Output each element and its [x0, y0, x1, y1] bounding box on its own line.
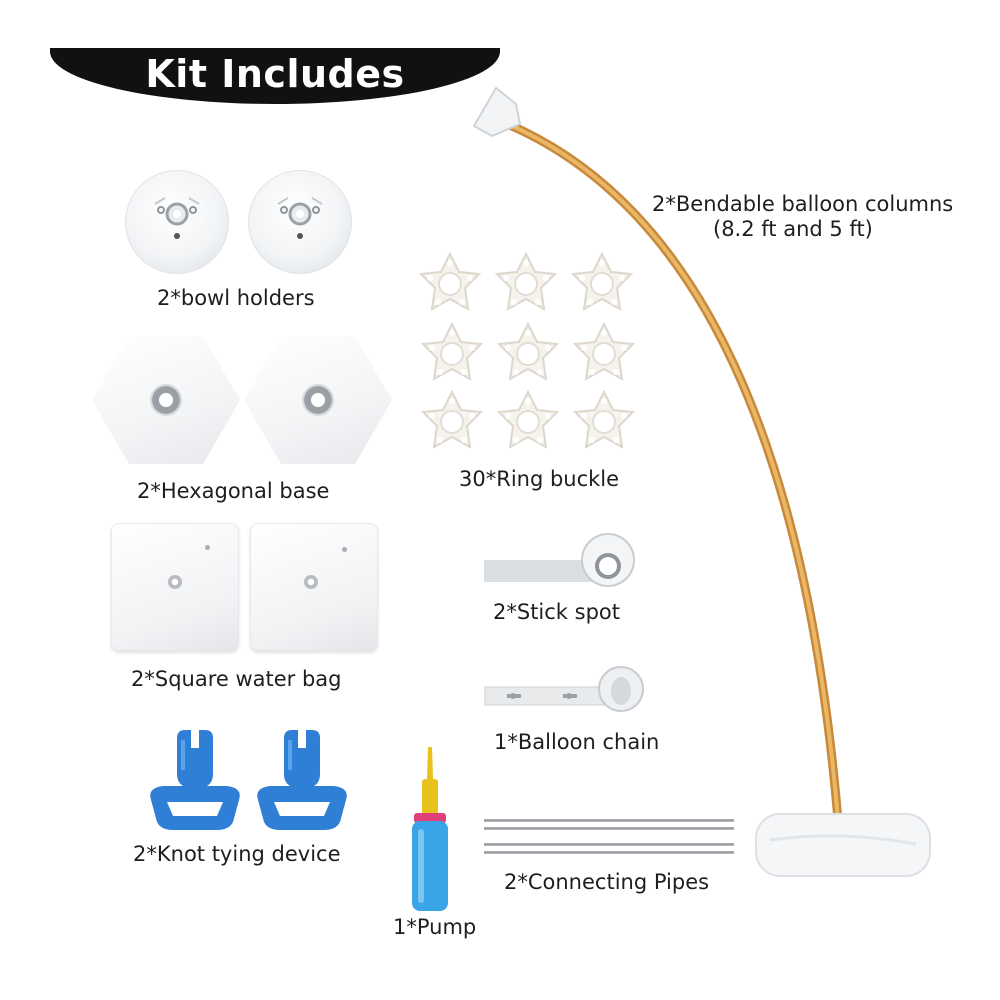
- bowl-holder-image: [248, 170, 352, 274]
- bowl-holder-image: [125, 170, 229, 274]
- knot-tying-device-icon: [150, 730, 240, 830]
- square-water-bag-label: 2*Square water bag: [131, 667, 342, 691]
- knot-tying-device-label: 2*Knot tying device: [133, 842, 341, 866]
- connecting-pipes-label: 2*Connecting Pipes: [504, 870, 710, 894]
- stick-spot-label: 2*Stick spot: [493, 600, 620, 624]
- balloon-chain-label: 1*Balloon chain: [494, 730, 660, 754]
- bowl-holders-label: 2*bowl holders: [157, 286, 315, 310]
- pump-icon: [412, 747, 448, 911]
- balloon-columns-label: 2*Bendable balloon columns: [652, 192, 954, 216]
- square-water-bag-image: [111, 523, 239, 651]
- bowl-holder-detail-icon: [154, 197, 200, 239]
- balloon-column-icon: [472, 86, 931, 877]
- connecting-pipe: [484, 851, 734, 854]
- balloon-columns-size-label: (8.2 ft and 5 ft): [713, 217, 873, 241]
- square-water-bag-image: [250, 523, 378, 651]
- connecting-pipe: [484, 819, 734, 822]
- connecting-pipe: [484, 843, 734, 846]
- hexagonal-base-image: [92, 336, 240, 464]
- connecting-pipe: [484, 827, 734, 830]
- hexagonal-base-label: 2*Hexagonal base: [137, 479, 330, 503]
- bowl-holder-detail-icon: [277, 197, 323, 239]
- pump-label: 1*Pump: [393, 915, 477, 939]
- page-title: Kit Includes: [145, 52, 405, 96]
- balloon-chain-icon: [484, 666, 644, 712]
- hexagonal-base-image: [244, 336, 392, 464]
- ring-buckle-label: 30*Ring buckle: [459, 467, 620, 491]
- knot-tying-device-icon: [257, 730, 347, 830]
- stick-spot-icon: [484, 533, 635, 587]
- header-banner: Kit Includes: [50, 48, 500, 104]
